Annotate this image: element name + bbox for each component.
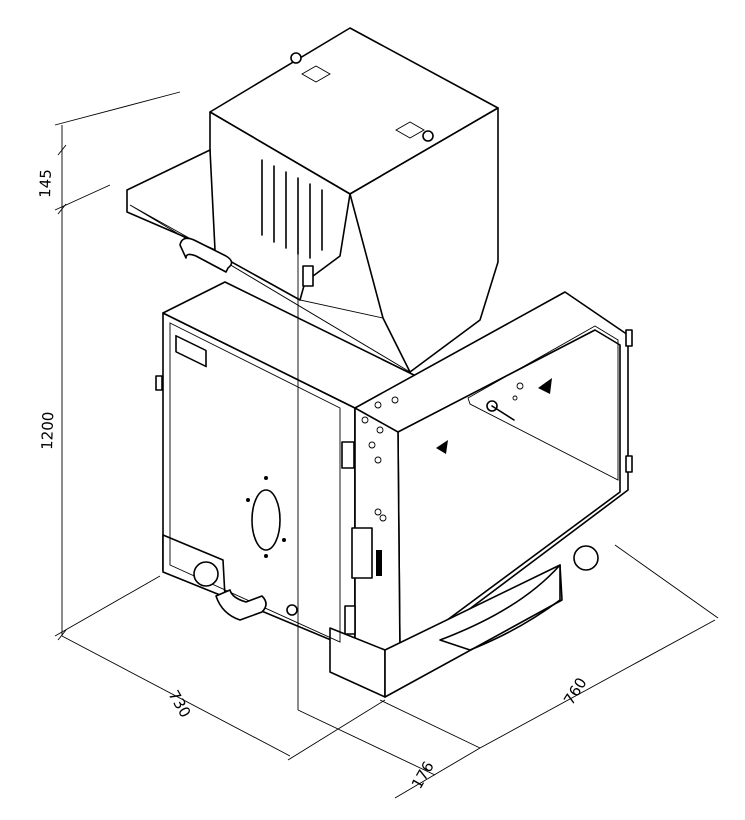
inspection-window — [251, 489, 281, 551]
base-plinth-right — [384, 564, 563, 698]
left-latch — [155, 375, 163, 391]
lid-square-2 — [395, 121, 425, 139]
left-door-outline — [169, 322, 341, 643]
recessed-panel — [467, 325, 619, 481]
dim-label-top-height: 145 — [36, 169, 55, 198]
warning-triangle-icon — [436, 440, 448, 454]
hinge-icon — [341, 441, 355, 469]
dimension-lines — [54, 91, 719, 799]
nameplate — [175, 334, 207, 368]
hinge-icon-lower — [344, 605, 356, 635]
lid-square-1 — [301, 65, 331, 83]
handle-icon — [179, 237, 233, 273]
caster-wheel-right — [573, 545, 599, 571]
caster-wheel-left — [193, 561, 219, 587]
warning-triangle-icon-2 — [538, 378, 552, 394]
dim-label-total-height: 1200 — [38, 411, 57, 450]
underbody — [439, 564, 561, 651]
outlet-pipe — [215, 589, 267, 621]
connector-block — [351, 527, 373, 579]
feed-chute — [126, 149, 216, 251]
dim-label-depth: 760 — [560, 674, 590, 708]
